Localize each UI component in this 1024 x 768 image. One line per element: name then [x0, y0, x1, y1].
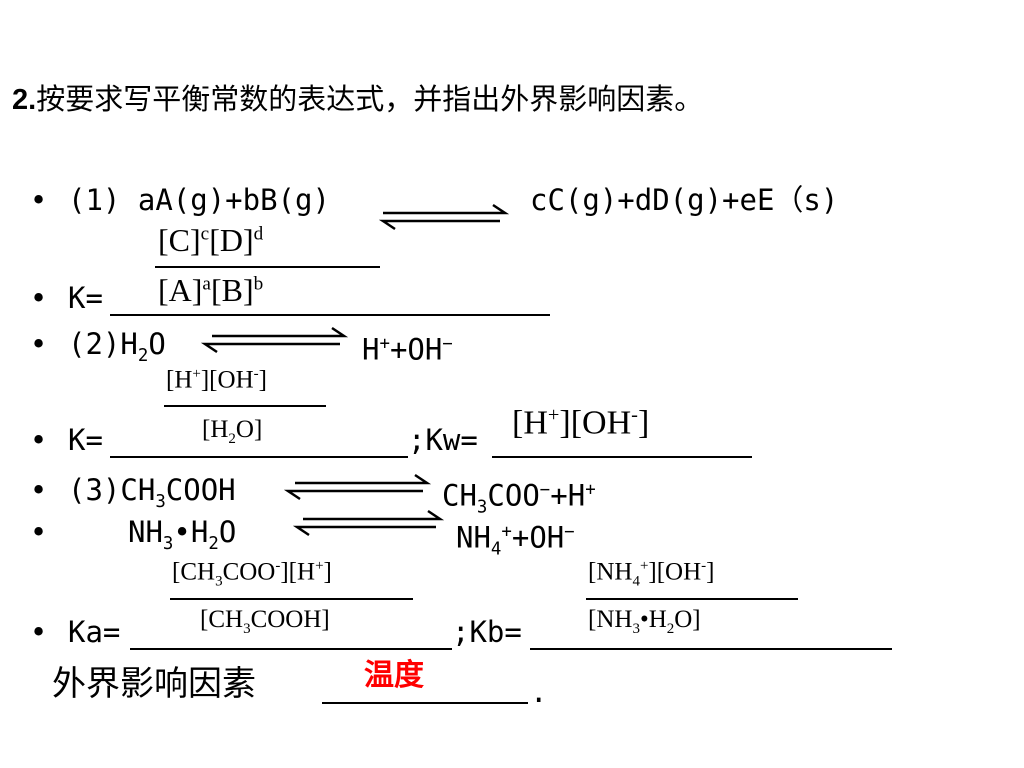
kw-answer-blank [492, 456, 752, 458]
bullet: • [30, 327, 48, 361]
reaction-2: (2)H2O [68, 327, 166, 366]
reaction-3-products: CH3COO−+H+ [442, 478, 596, 518]
bullet: • [30, 473, 48, 507]
bullet: • [30, 515, 48, 549]
kw-label: ;Kw= [408, 423, 478, 457]
k1-fraction-bar [155, 266, 380, 268]
factor-label: 外界影响因素 [52, 666, 256, 703]
factor-answer: 温度 [364, 658, 424, 693]
ka-numerator: [CH3COO-][H+] [172, 558, 332, 590]
kb-fraction-bar [586, 598, 798, 600]
kb-answer-blank [530, 648, 892, 650]
k2-label: K= [68, 423, 103, 457]
bullet: • [30, 423, 48, 457]
reaction-1: (1) aA(g)+bB(g) [68, 180, 330, 220]
question-number: 2. [12, 84, 37, 116]
ka-label: Ka= [68, 615, 121, 649]
k2-denominator: [H2O] [202, 416, 263, 447]
reaction-1-products: cC(g)+dD(g)+eE（s) [530, 183, 839, 217]
bullet: • [30, 281, 48, 315]
ka-answer-blank [130, 648, 452, 650]
equilibrium-arrow-icon [292, 509, 445, 537]
kb-denominator: [NH3•H2O] [588, 606, 701, 637]
k1-label: K= [68, 281, 103, 315]
reaction-4: NH3•H2O [128, 515, 237, 554]
k1-answer-blank [110, 314, 550, 316]
ka-fraction-bar [170, 598, 413, 600]
reaction-3: (3)CH3COOH [68, 473, 236, 512]
equilibrium-arrow-icon [378, 203, 510, 231]
k1-numerator: [C]c[D]d [158, 222, 264, 258]
bullet: • [30, 183, 48, 217]
kb-numerator: [NH4+][OH-] [588, 558, 715, 590]
k1-denominator: [A]a[B]b [158, 272, 264, 308]
question-text: 按要求写平衡常数的表达式，并指出外界影响因素。 [36, 82, 704, 116]
factor-end: . [530, 675, 548, 709]
equilibrium-arrow-icon [283, 473, 432, 501]
reaction-4-products: NH4++OH− [456, 520, 575, 560]
k2-answer-blank [110, 456, 408, 458]
ka-denominator: [CH3COOH] [200, 606, 330, 637]
k2-fraction-bar [164, 405, 326, 407]
reaction-2-products: H++OH− [362, 332, 453, 367]
kb-label: ;Kb= [452, 615, 522, 649]
bullet: • [30, 615, 48, 649]
k2-numerator: [H+][OH-] [166, 366, 267, 394]
factor-answer-blank [322, 702, 528, 704]
equilibrium-arrow-icon [200, 326, 349, 354]
reaction-1-reactants: aA(g)+bB(g) [137, 183, 330, 217]
kw-answer: [H+][OH-] [512, 404, 650, 442]
question-title: 2.按要求写平衡常数的表达式，并指出外界影响因素。 [12, 76, 703, 118]
item-label: (1) [68, 183, 121, 217]
